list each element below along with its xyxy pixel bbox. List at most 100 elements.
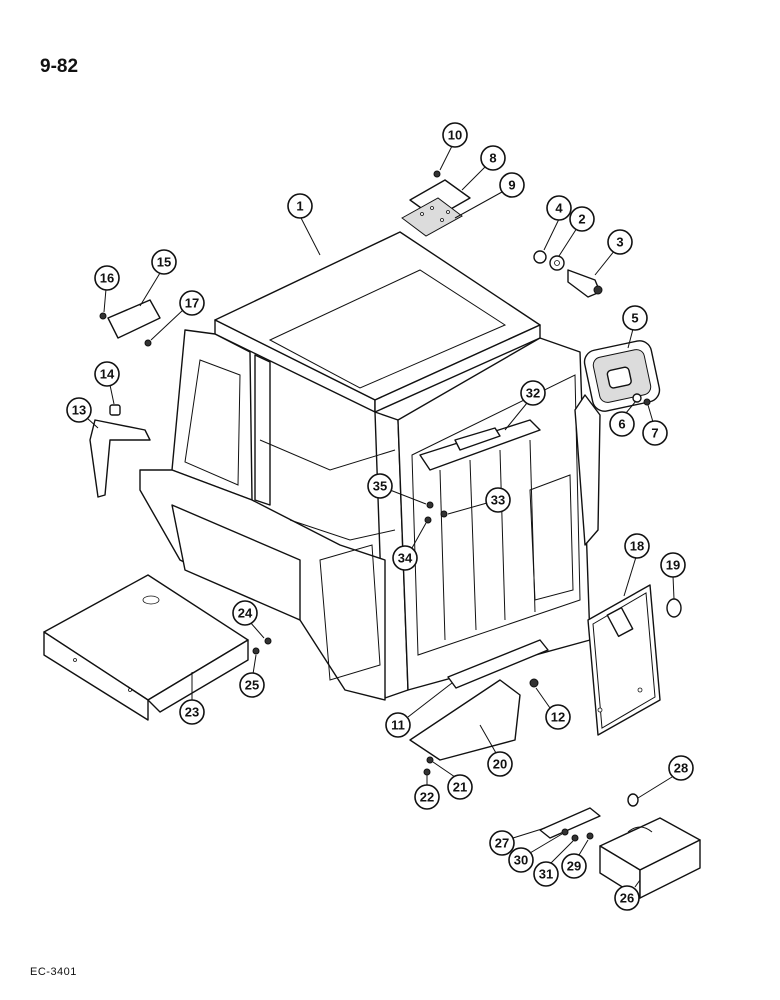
callout-7	[642, 420, 668, 446]
callout-23	[179, 699, 205, 725]
mirror-mount-hardware	[533, 250, 603, 298]
plug-19	[666, 598, 682, 618]
mirror-assembly	[583, 340, 661, 412]
callout-33	[485, 487, 511, 513]
callout-27	[489, 830, 515, 856]
handle-13	[89, 419, 151, 498]
washer-22	[423, 768, 431, 776]
washer-25	[252, 647, 260, 655]
callout-label: 12	[551, 710, 565, 725]
step-20	[409, 679, 521, 761]
washer-30	[561, 828, 569, 836]
callout-8	[480, 145, 506, 171]
left-rear-window	[184, 359, 241, 486]
callout-label: 4	[555, 201, 563, 216]
callout-label: 18	[630, 539, 644, 554]
nut-4	[533, 250, 547, 264]
callout-30	[508, 847, 534, 873]
callout-1	[287, 193, 313, 219]
callout-35	[367, 473, 393, 499]
screw-10	[433, 170, 441, 178]
callout-10	[442, 122, 468, 148]
callout-label: 25	[245, 678, 259, 693]
callout-34	[392, 545, 418, 571]
cab-frame	[139, 231, 601, 701]
cab-side-frame	[397, 337, 591, 691]
bracket-11	[447, 639, 549, 689]
callout-label: 10	[448, 128, 462, 143]
callout-31	[533, 861, 559, 887]
callout-20	[487, 751, 513, 777]
fastener-12	[529, 678, 539, 688]
roof-plate-9	[401, 197, 463, 237]
document-code: EC-3401	[30, 966, 77, 978]
callout-label: 21	[453, 780, 467, 795]
deflector-assembly	[419, 419, 541, 524]
page-number: 9-82	[40, 56, 79, 77]
callout-label: 11	[391, 718, 405, 733]
callout-9	[499, 172, 525, 198]
nut-7	[643, 398, 651, 406]
callout-label: 30	[514, 853, 528, 868]
callout-label: 29	[567, 859, 581, 874]
callout-28	[668, 755, 694, 781]
bolt-24	[264, 637, 272, 645]
callout-label: 9	[508, 178, 515, 193]
callout-label: 26	[620, 891, 634, 906]
callout-label: 5	[631, 311, 638, 326]
callout-14	[94, 361, 120, 387]
toolbox-assembly	[539, 793, 701, 899]
callout-label: 35	[373, 479, 387, 494]
callout-2	[569, 206, 595, 232]
nut-33	[440, 510, 448, 518]
callout-label: 27	[495, 836, 509, 851]
callout-label: 17	[185, 296, 199, 311]
callout-22	[414, 784, 440, 810]
callout-29	[561, 853, 587, 879]
callout-label: 1	[296, 199, 303, 214]
bolt-14	[109, 404, 121, 416]
rear-left-post	[254, 354, 271, 506]
callout-label: 7	[651, 426, 658, 441]
callout-label: 2	[578, 212, 585, 227]
callout-label: 14	[100, 367, 115, 382]
callout-16	[94, 265, 120, 291]
side-inner-panel	[411, 374, 581, 656]
rear-right-frame	[574, 394, 601, 546]
cover-plate-15	[107, 299, 161, 339]
callout-label: 20	[493, 757, 507, 772]
left-door-opening	[319, 544, 381, 681]
callout-15	[151, 249, 177, 275]
callout-6	[609, 411, 635, 437]
nut-17	[144, 339, 152, 347]
screw-34	[424, 516, 432, 524]
grab-handle-assembly	[89, 404, 151, 498]
roof-plate-assembly	[401, 170, 471, 237]
callout-21	[447, 774, 473, 800]
callout-25	[239, 672, 265, 698]
cover-plate-assembly	[99, 299, 161, 347]
callout-5	[622, 305, 648, 331]
callout-labels: 1 2 3 4 5 6 7	[66, 122, 694, 911]
callout-label: 16	[100, 271, 114, 286]
step-bracket-assembly	[409, 639, 549, 776]
callout-label: 24	[238, 606, 253, 621]
callout-11	[385, 712, 411, 738]
callout-13	[66, 397, 92, 423]
callout-label: 15	[157, 255, 171, 270]
right-side-window	[529, 474, 574, 601]
nut-21	[426, 756, 434, 764]
callout-label: 8	[489, 151, 496, 166]
door-panel-assembly	[587, 584, 682, 736]
cab-lower-panel	[171, 504, 301, 621]
screw-16	[99, 312, 107, 320]
callout-3	[607, 229, 633, 255]
stud-3	[567, 269, 601, 298]
callout-label: 19	[666, 558, 680, 573]
callout-label: 22	[420, 790, 434, 805]
callout-12	[545, 704, 571, 730]
callout-label: 13	[72, 403, 86, 418]
door-panel-18	[587, 584, 661, 736]
callout-18	[624, 533, 650, 559]
